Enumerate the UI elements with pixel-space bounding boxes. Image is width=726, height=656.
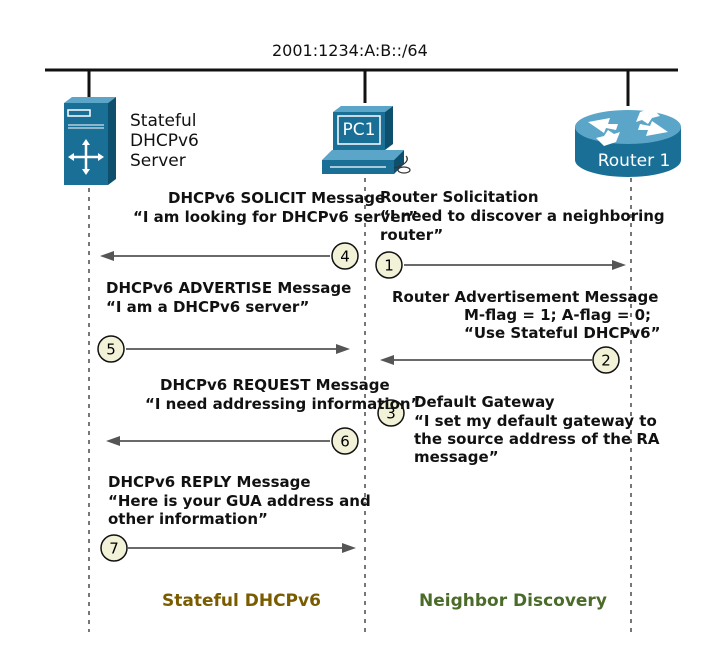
step-1-text-line-1: “I need to discover a neighboring <box>380 207 665 225</box>
step-4-marker: 4 <box>331 242 359 270</box>
svg-text:3: 3 <box>386 405 396 423</box>
server-icon <box>64 97 116 185</box>
router-label: Router 1 <box>598 151 671 171</box>
step-7-text-line-2: other information” <box>108 510 268 528</box>
step-6-marker: 6 <box>331 427 359 455</box>
server-label-line-3: Server <box>130 151 186 171</box>
svg-text:1: 1 <box>384 257 394 275</box>
svg-text:2: 2 <box>601 352 611 370</box>
step-4-title: DHCPv6 SOLICIT Message <box>168 189 386 207</box>
svg-text:6: 6 <box>340 433 350 451</box>
arrowhead-step-2 <box>380 355 394 365</box>
network-prefix: 2001:1234:A:B::/64 <box>272 41 428 60</box>
svg-text:4: 4 <box>340 248 350 266</box>
step-3-marker: 3 <box>377 399 405 427</box>
section-label-neighbor-discovery: Neighbor Discovery <box>419 591 607 611</box>
step-2-marker: 2 <box>592 346 620 374</box>
pc-label: PC1 <box>343 120 376 140</box>
step-3-text-line-3: message” <box>414 448 499 466</box>
step-4-text: “I am looking for DHCPv6 server” <box>133 208 419 226</box>
arrowhead-step-7 <box>342 543 356 553</box>
svg-text:7: 7 <box>109 540 119 558</box>
step-6-title: DHCPv6 REQUEST Message <box>160 376 390 394</box>
pc-icon <box>322 106 411 174</box>
step-1-text-line-2: router” <box>380 226 444 244</box>
server-label-line-1: Stateful <box>130 111 197 131</box>
step-7-text-line-1: “Here is your GUA address and <box>108 492 371 510</box>
step-3-title: Default Gateway <box>414 393 555 411</box>
section-label-dhcpv6: Stateful DHCPv6 <box>162 591 321 611</box>
server-label-line-2: DHCPv6 <box>130 131 199 151</box>
step-6-text: “I need addressing information” <box>145 395 421 413</box>
step-7-marker: 7 <box>100 534 128 562</box>
step-2-text-line-1: M-flag = 1; A-flag = 0; <box>464 306 652 324</box>
arrowhead-step-4 <box>100 251 114 261</box>
step-5-text: “I am a DHCPv6 server” <box>106 298 310 316</box>
arrowhead-step-1 <box>612 260 626 270</box>
svg-text:5: 5 <box>106 341 116 359</box>
arrowhead-step-5 <box>336 344 350 354</box>
step-3-text-line-2: the source address of the RA <box>414 430 660 448</box>
router-icon <box>575 108 681 177</box>
step-2-title: Router Advertisement Message <box>392 288 659 306</box>
step-2-text-line-2: “Use Stateful DHCPv6” <box>464 324 661 342</box>
step-3-text-line-1: “I set my default gateway to <box>414 412 657 430</box>
step-5-title: DHCPv6 ADVERTISE Message <box>106 279 352 297</box>
step-5-marker: 5 <box>97 335 125 363</box>
arrowhead-step-6 <box>106 436 120 446</box>
step-1-title: Router Solicitation <box>380 188 539 206</box>
step-1-marker: 1 <box>375 251 403 279</box>
step-7-title: DHCPv6 REPLY Message <box>108 473 311 491</box>
